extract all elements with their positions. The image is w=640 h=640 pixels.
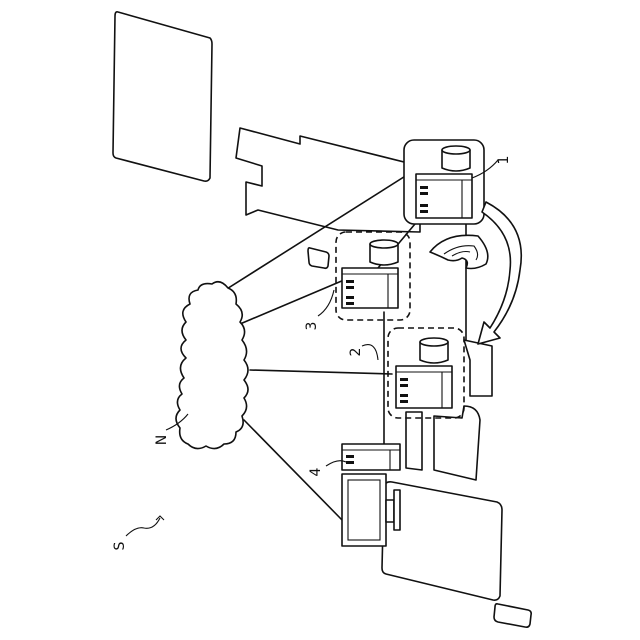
site-strip-a: [406, 412, 422, 470]
leader-line-3: [318, 290, 334, 316]
label-server-2: 2: [348, 348, 364, 357]
server-slot: [420, 186, 428, 189]
server-slot: [346, 296, 354, 299]
monitor-screen: [348, 480, 380, 540]
database-icon-top: [442, 146, 470, 154]
server-slot: [400, 378, 408, 381]
link-cloud-server2: [250, 370, 392, 374]
site-region-right: [464, 340, 492, 396]
site-region-top: [236, 128, 420, 232]
leader-line-s: [126, 518, 160, 536]
link-cloud-terminal: [244, 420, 344, 522]
label-server-3: 3: [304, 322, 320, 331]
tablet-device: [308, 248, 329, 268]
terminal-slot: [346, 461, 354, 464]
database-icon-top: [370, 240, 398, 248]
server-slot: [346, 302, 354, 305]
server-slot: [420, 210, 428, 213]
small-device-bottom: [494, 604, 531, 627]
server-slot: [420, 204, 428, 207]
label-server-1: 1: [496, 156, 512, 165]
server-3: [336, 232, 410, 320]
server-slot: [346, 280, 354, 283]
server-slot: [346, 286, 354, 289]
server-slot: [400, 394, 408, 397]
transfer-arrow: [478, 202, 521, 344]
top-left-panel: [113, 12, 212, 181]
monitor-stand-base: [394, 490, 400, 530]
server-2: [388, 328, 464, 418]
server-slot: [400, 400, 408, 403]
link-cloud-server3: [240, 280, 344, 324]
server-slot: [400, 384, 408, 387]
terminal-slot: [346, 455, 354, 458]
leader-line-2: [362, 345, 378, 360]
monitor-stand-neck: [386, 500, 394, 522]
label-network: N: [154, 435, 170, 445]
label-system: S: [112, 541, 128, 550]
server-1: [404, 140, 484, 224]
network-cloud: [176, 282, 248, 449]
database-icon-top: [420, 338, 448, 346]
fire-icon: [430, 235, 488, 268]
server-slot: [420, 192, 428, 195]
label-terminal-4: 4: [308, 467, 324, 476]
